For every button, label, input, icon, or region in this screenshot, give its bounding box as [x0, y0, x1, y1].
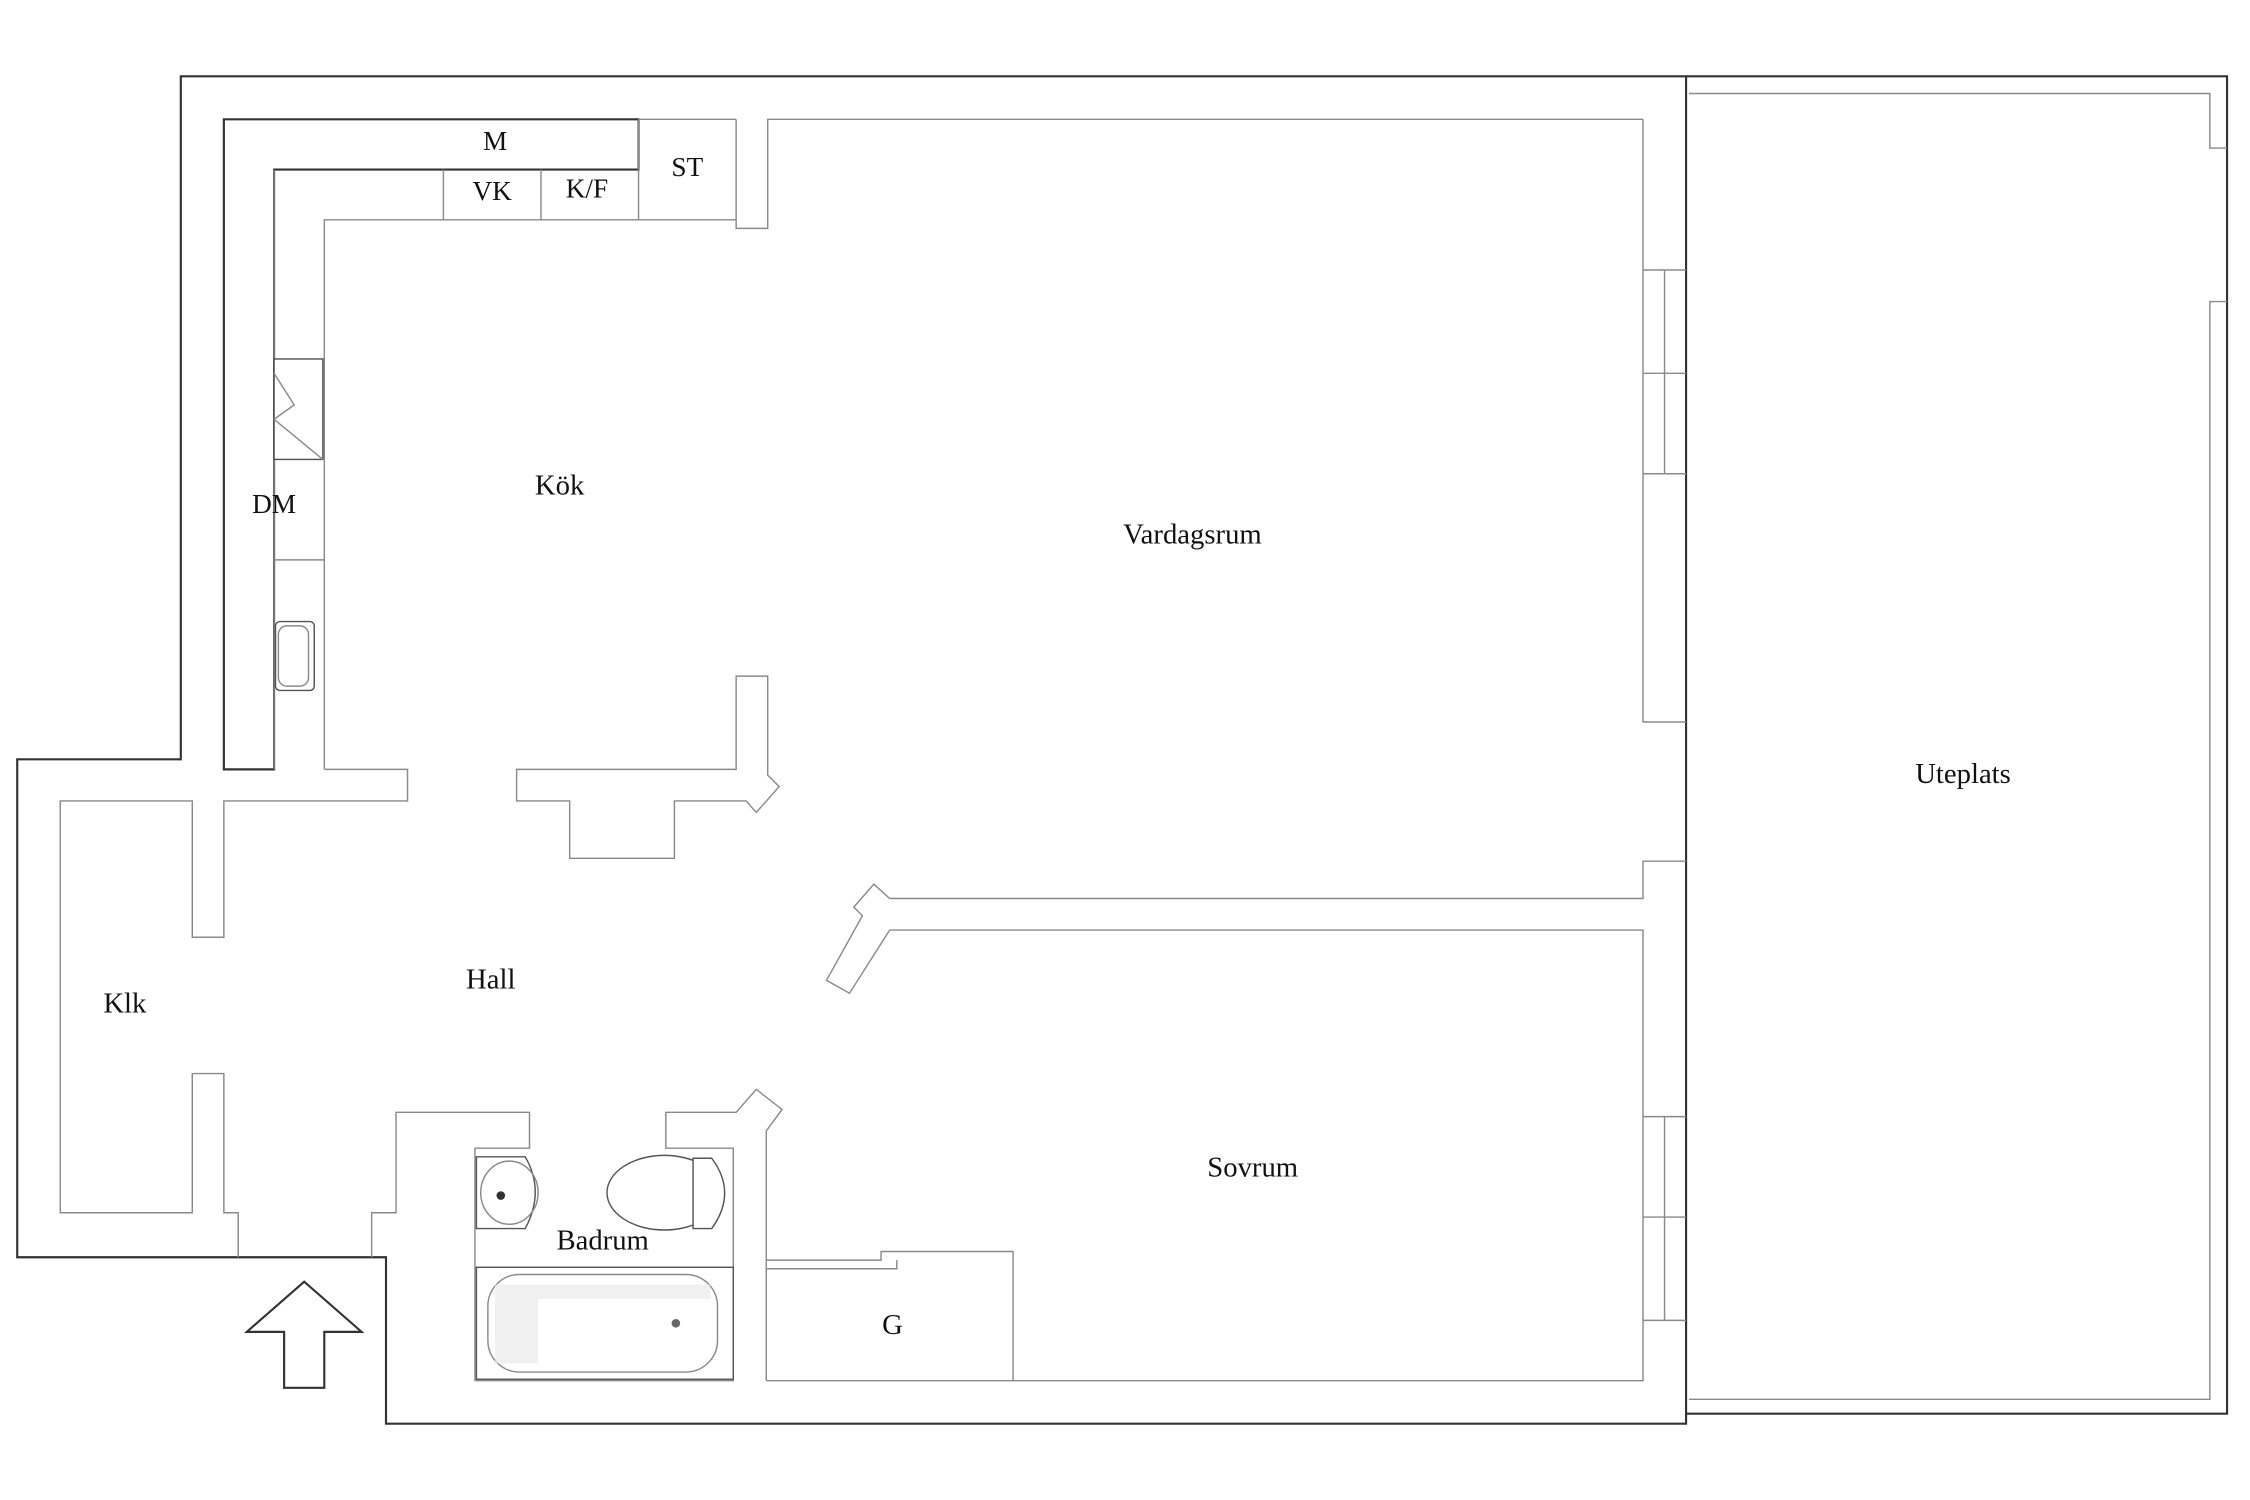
interior-walls [59, 119, 1687, 1382]
fixture-label-st: ST [671, 152, 703, 182]
fixture-label-dm: DM [252, 489, 296, 519]
kitchen-sink-icon [274, 620, 315, 692]
room-label-badrum: Badrum [556, 1224, 648, 1256]
room-label-vardagsrum: Vardagsrum [1123, 518, 1262, 550]
room-label-klk: Klk [103, 988, 147, 1020]
entrance-arrow-icon [243, 1280, 365, 1389]
stove-icon [273, 358, 324, 461]
room-label-uteplats: Uteplats [1915, 758, 2011, 790]
uteplats-railing [1688, 92, 2228, 1401]
room-label-kok: Kök [535, 470, 585, 502]
washbasin-icon [475, 1156, 536, 1230]
fixture-label-kf: K/F [566, 173, 608, 203]
fixture-label-m: M [483, 126, 507, 156]
fixture-label-vk: VK [473, 176, 513, 206]
room-label-hall: Hall [466, 963, 515, 995]
kitchen-counter [222, 118, 1644, 771]
room-label-g: G [882, 1309, 903, 1341]
outer-walls [16, 75, 2229, 1425]
bathroom-fixtures [475, 1154, 734, 1380]
room-label-sovrum: Sovrum [1207, 1151, 1298, 1183]
